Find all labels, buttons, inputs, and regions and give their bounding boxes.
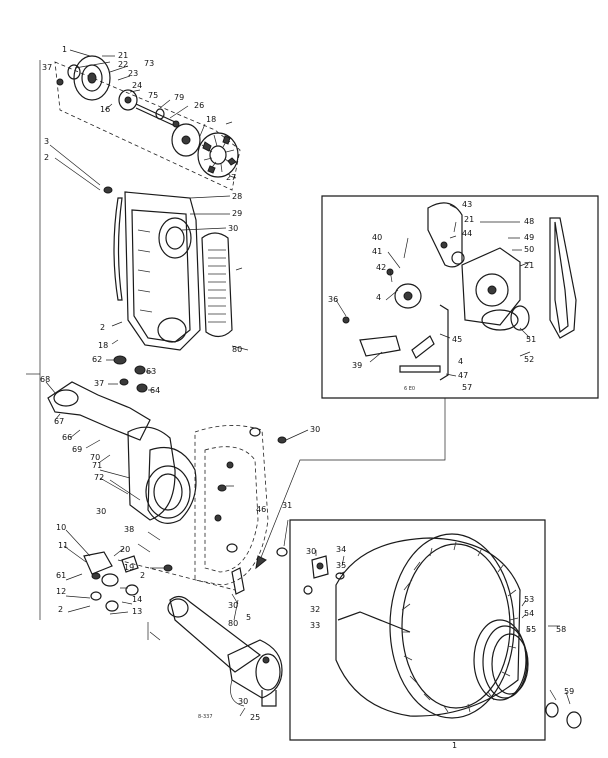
callout-54: 54	[524, 609, 534, 618]
callout-52: 52	[524, 355, 534, 364]
callout-39: 39	[352, 361, 362, 370]
callout-10: 10	[56, 523, 66, 532]
callout-68: 68	[40, 375, 50, 384]
callout-2: 2	[58, 605, 63, 614]
callout-57: 57	[462, 383, 472, 392]
callout-4: 4	[458, 357, 463, 366]
callout-80: 80	[232, 345, 242, 354]
callout-26: 26	[194, 101, 204, 110]
callout-69: 69	[72, 445, 82, 454]
callout-79: 79	[174, 93, 184, 102]
callout-30: 30	[96, 507, 106, 516]
callout-36: 36	[328, 295, 338, 304]
callout-16: 16	[100, 105, 110, 114]
callout-45: 45	[452, 335, 462, 344]
callout-37: 37	[94, 379, 104, 388]
callout-34: 34	[336, 545, 346, 554]
callout-53: 53	[524, 595, 534, 604]
callout-21: 21	[524, 261, 534, 270]
callout-30: 30	[228, 224, 238, 233]
callout-73: 73	[144, 59, 154, 68]
callout-67: 67	[54, 417, 64, 426]
callout-64: 64	[150, 386, 160, 395]
callout-58: 58	[556, 625, 566, 634]
callout-19: 19	[124, 563, 134, 572]
callout-32: 32	[310, 605, 320, 614]
callout-71: 71	[92, 461, 102, 470]
callout-50: 50	[524, 245, 534, 254]
inset-drawing-code: 6 E0	[404, 386, 415, 392]
callout-42: 42	[376, 263, 386, 272]
callout-40: 40	[372, 233, 382, 242]
frame-lines	[26, 60, 239, 641]
callout-49: 49	[524, 233, 534, 242]
callout-75: 75	[148, 91, 158, 100]
callout-35: 35	[336, 561, 346, 570]
bulkhead-assembly	[49, 144, 249, 351]
callout-30: 30	[306, 547, 316, 556]
callout-2: 2	[140, 571, 145, 580]
blower-housing	[99, 426, 234, 524]
callout-22: 22	[118, 60, 128, 69]
callout-46: 46	[256, 505, 266, 514]
callout-12: 12	[56, 587, 66, 596]
callout-21: 21	[118, 51, 128, 60]
callout-48: 48	[524, 217, 534, 226]
front-bulkhead	[194, 425, 309, 605]
callout-30: 30	[228, 601, 238, 610]
callout-43: 43	[462, 200, 472, 209]
callout-18: 18	[98, 341, 108, 350]
callout-20: 20	[120, 545, 130, 554]
callout-37: 37	[42, 63, 52, 72]
callout-51: 51	[526, 335, 536, 344]
callout-80: 80	[228, 619, 238, 628]
callout-72: 72	[94, 473, 104, 482]
drum-assembly	[276, 519, 582, 741]
callout-59: 59	[564, 687, 574, 696]
callout-30: 30	[310, 425, 320, 434]
callout-1: 1	[62, 45, 67, 54]
callout-2: 2	[100, 323, 105, 332]
callout-30: 30	[238, 697, 248, 706]
callout-18: 18	[206, 115, 216, 124]
callout-5: 5	[246, 613, 251, 622]
callout-23: 23	[128, 69, 138, 78]
callout-25: 25	[250, 713, 260, 722]
callout-61: 61	[56, 571, 66, 580]
callout-29: 29	[232, 209, 242, 218]
callout-63: 63	[146, 367, 156, 376]
callout-28: 28	[232, 192, 242, 201]
callout-62: 62	[92, 355, 102, 364]
callout-11: 11	[58, 541, 68, 550]
callout-47: 47	[458, 371, 468, 380]
callout-4: 4	[376, 293, 381, 302]
callout-55: 55	[526, 625, 536, 634]
callout-3: 3	[44, 137, 49, 146]
callout-1: 1	[452, 741, 457, 750]
callout-38: 38	[124, 525, 134, 534]
callout-21: 21	[464, 215, 474, 224]
callout-14: 14	[132, 595, 142, 604]
fittings	[106, 355, 154, 393]
callout-66: 66	[62, 433, 72, 442]
callout-41: 41	[372, 247, 382, 256]
callout-31: 31	[282, 501, 292, 510]
inset-pointer	[255, 398, 446, 570]
callout-13: 13	[132, 607, 142, 616]
drive-motor	[167, 595, 283, 717]
callout-44: 44	[462, 229, 472, 238]
callout-2: 2	[44, 153, 49, 162]
idler-inset: 6 E0	[321, 195, 599, 399]
exhaust-duct	[45, 381, 151, 463]
thermostat-parts	[63, 529, 236, 615]
callout-27: 27	[226, 173, 236, 182]
callout-24: 24	[132, 81, 142, 90]
blower-wheel-assembly	[54, 49, 241, 191]
callout-33: 33	[310, 621, 320, 630]
drawing-code: 8-337	[198, 714, 213, 720]
callout-70: 70	[90, 453, 100, 462]
